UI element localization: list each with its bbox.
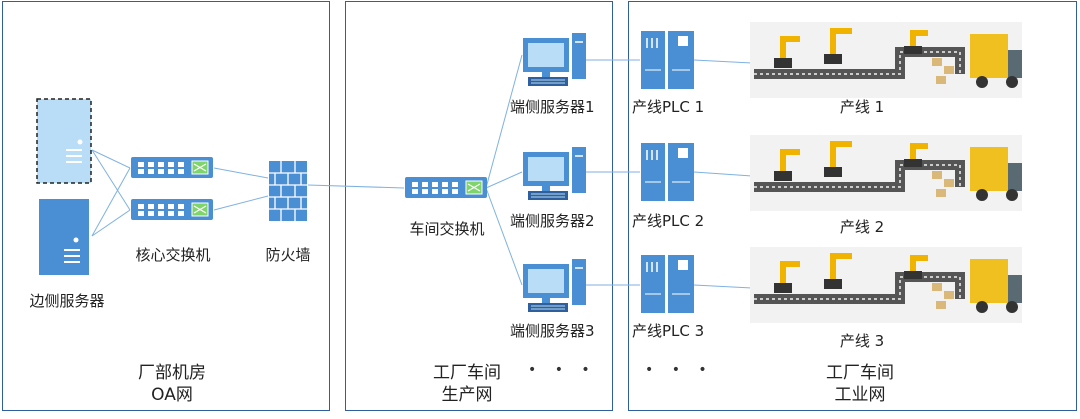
plc-icon (640, 142, 696, 206)
production-line-illustration (750, 135, 1022, 215)
firewall-label: 防火墙 (265, 246, 311, 264)
more-ellipsis: • • • (528, 362, 597, 378)
end-server-3-label: 端侧服务器3 (510, 322, 595, 340)
oa-panel-title: 厂部机房 OA网 (138, 362, 206, 406)
industrial-network-panel (628, 1, 1077, 411)
industrial-title-line1: 工厂车间 (826, 363, 894, 383)
line-3-label: 产线 3 (839, 332, 885, 350)
workshop-switch-label: 车间交换机 (409, 220, 485, 238)
production-network-panel (345, 1, 613, 411)
end-server-2-label: 端侧服务器2 (510, 212, 595, 230)
edge-server-label: 边侧服务器 (29, 292, 105, 310)
production-title-line1: 工厂车间 (433, 363, 501, 383)
line-2-label: 产线 2 (839, 218, 885, 236)
core-switch-icon (130, 198, 216, 226)
line-1-label: 产线 1 (839, 98, 885, 116)
end-server-1-label: 端侧服务器1 (510, 98, 595, 116)
plc-2-label: 产线PLC 2 (632, 212, 705, 230)
edge-server-icon (36, 98, 94, 190)
plc-1-label: 产线PLC 1 (632, 98, 705, 116)
industrial-title-line2: 工业网 (834, 385, 886, 405)
oa-network-panel (2, 1, 330, 411)
end-server-pc-icon (522, 258, 588, 318)
industrial-panel-title: 工厂车间 工业网 (826, 362, 894, 406)
production-title-line2: 生产网 (441, 385, 493, 405)
production-line-illustration (750, 247, 1022, 327)
firewall-icon (268, 160, 310, 228)
edge-server-icon (38, 198, 92, 282)
end-server-pc-icon (522, 146, 588, 206)
plc-icon (640, 254, 696, 318)
plc-icon (640, 30, 696, 94)
core-switch-label: 核心交换机 (135, 246, 211, 264)
core-switch-icon (130, 156, 216, 184)
production-line-illustration (750, 22, 1022, 102)
oa-title-line2: OA网 (151, 385, 193, 405)
end-server-pc-icon (522, 32, 588, 92)
more-ellipsis: • • • (645, 362, 714, 378)
oa-title-line1: 厂部机房 (138, 363, 206, 383)
workshop-switch-icon (404, 176, 490, 204)
production-panel-title: 工厂车间 生产网 (433, 362, 501, 406)
plc-3-label: 产线PLC 3 (632, 322, 705, 340)
